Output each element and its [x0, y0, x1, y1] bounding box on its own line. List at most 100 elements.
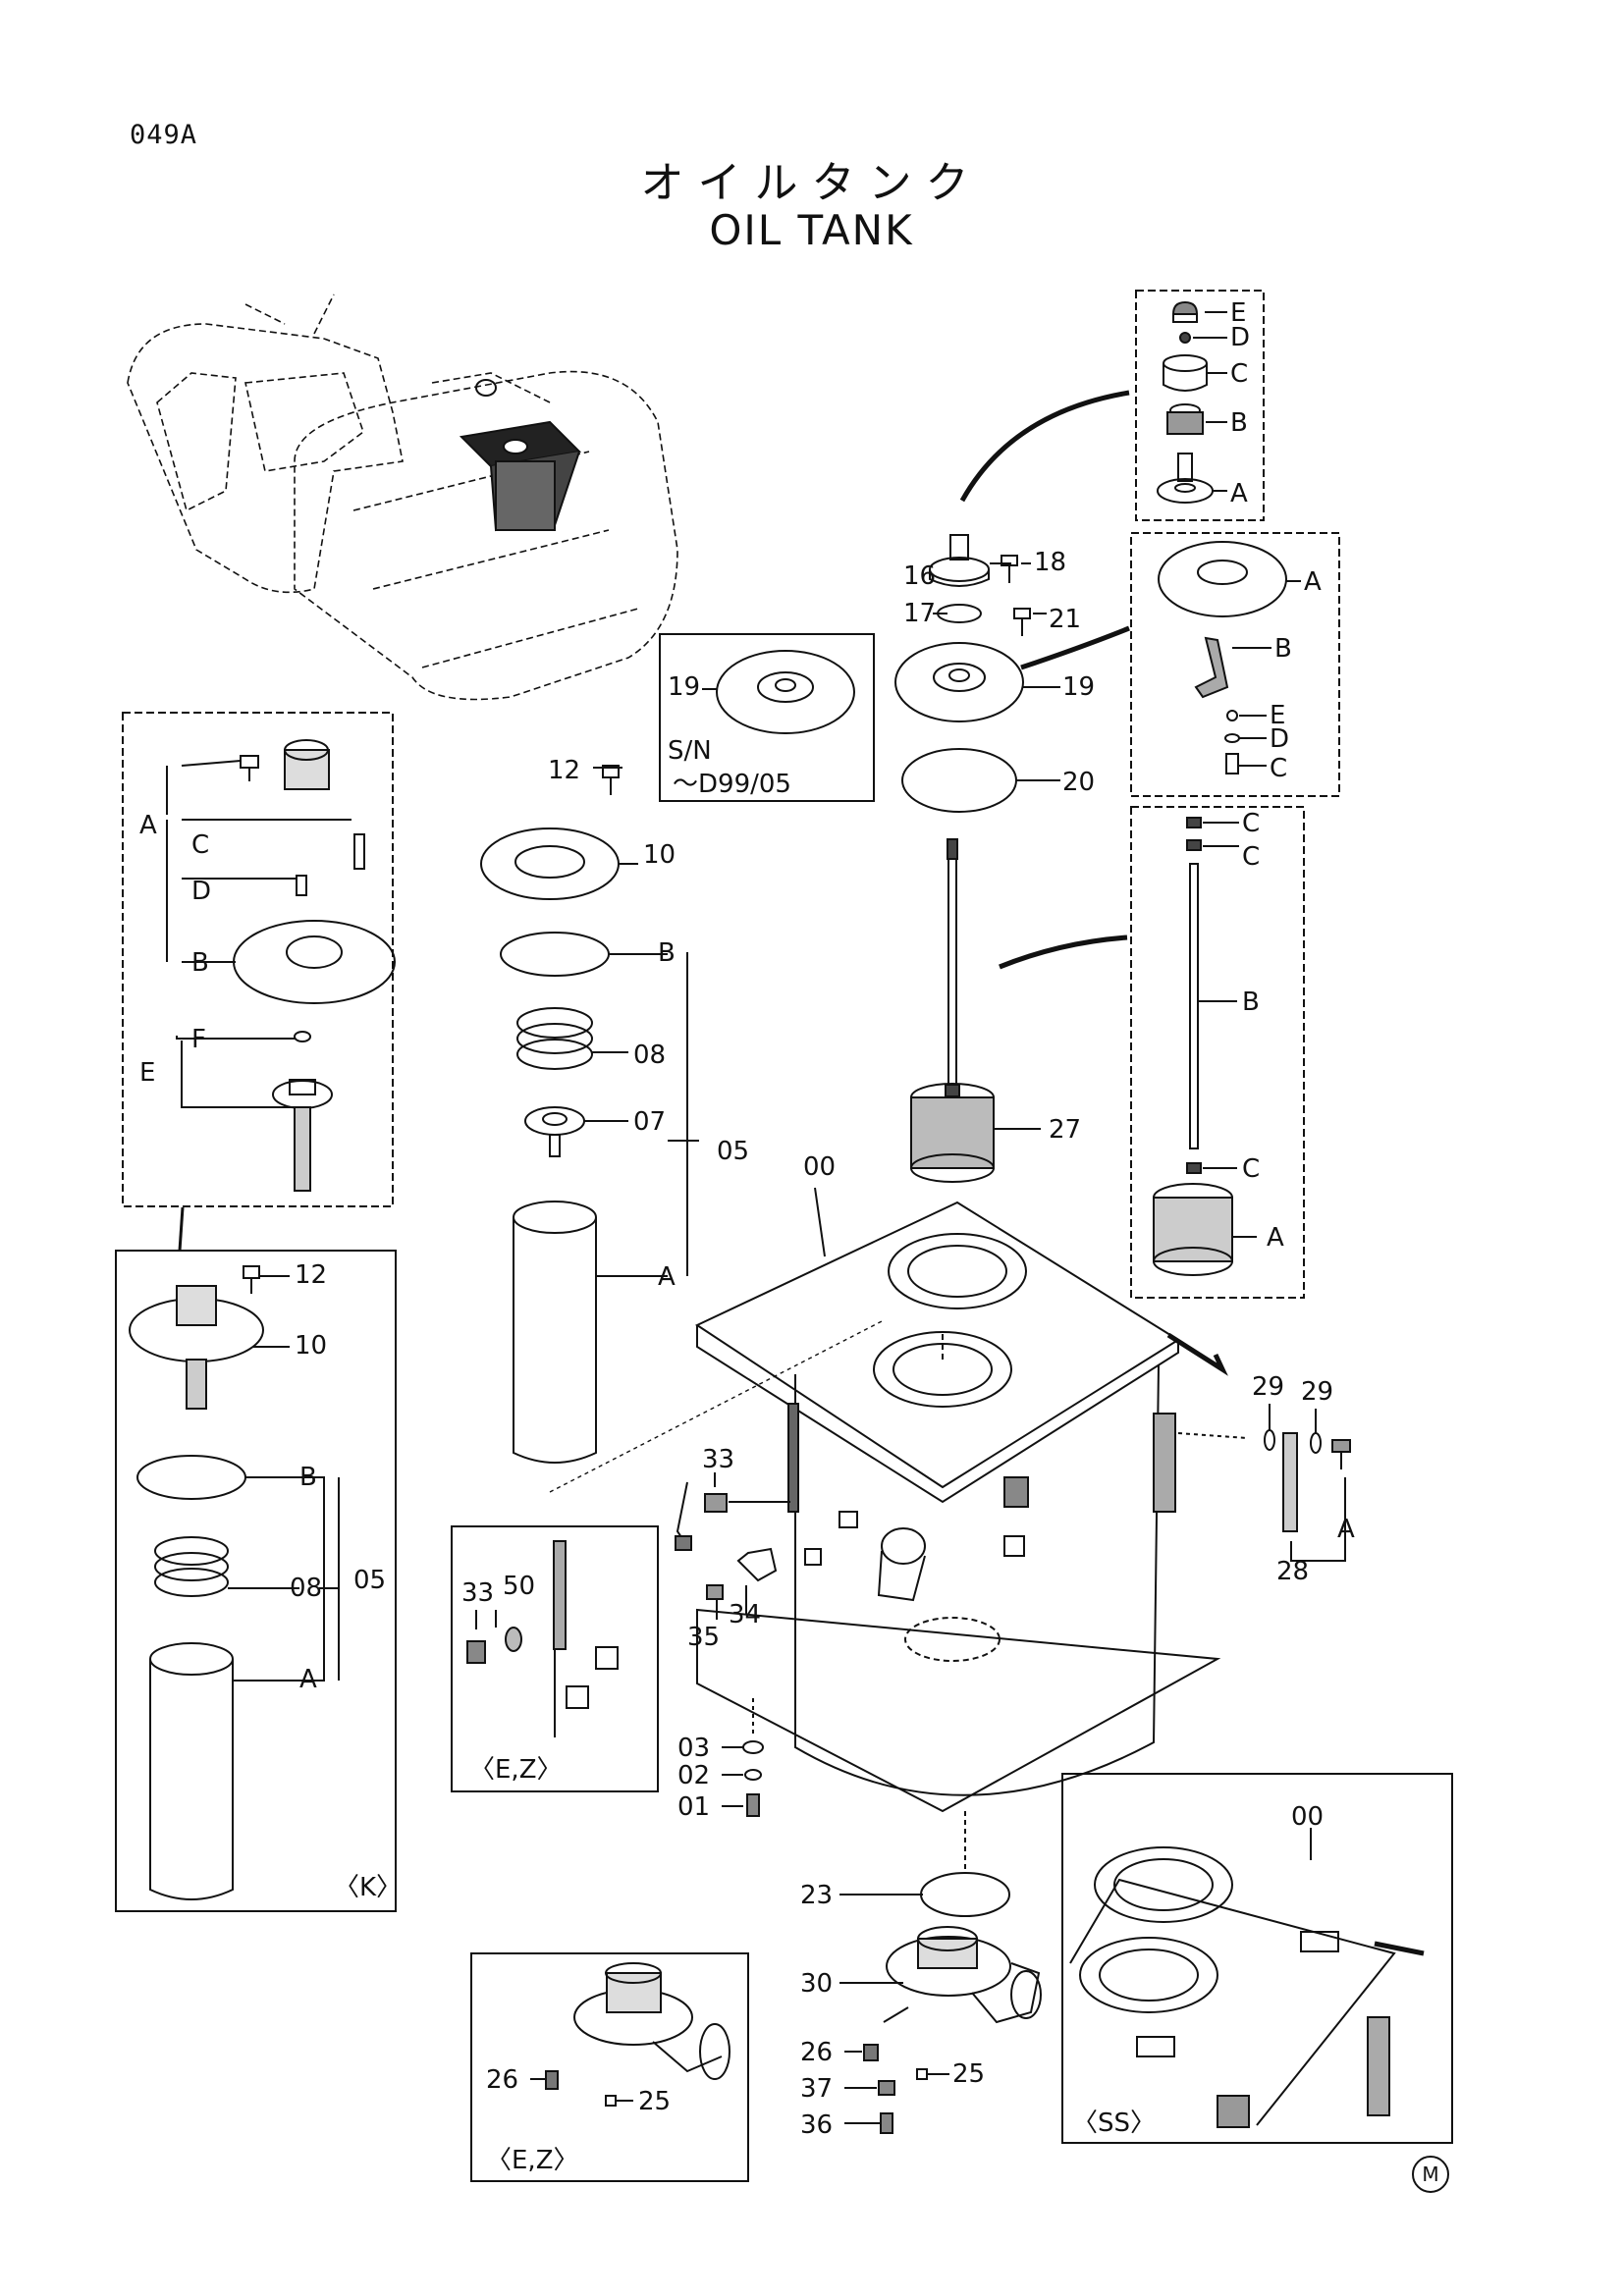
label-breather-E: E	[1230, 298, 1247, 328]
bolt-C	[1225, 753, 1239, 774]
spring-washer-D	[1224, 733, 1240, 743]
breather-cap-E	[1171, 300, 1199, 323]
breather-element-B	[1166, 403, 1204, 435]
washer-E	[1226, 710, 1238, 721]
label-k-C: C	[191, 830, 210, 860]
page-title-english: OIL TANK	[709, 206, 914, 254]
label-o-ring-B: B	[658, 938, 676, 968]
strainer-27	[910, 1083, 995, 1183]
tank-outlet-port	[877, 1527, 926, 1602]
label-part-21: 21	[1049, 605, 1082, 634]
page-code: 049A	[130, 120, 198, 150]
serial-range-label: ～D99/05	[673, 770, 791, 799]
label-part-26: 26	[800, 2038, 834, 2067]
label-part-18: 18	[1034, 548, 1067, 577]
label-bolt-C: C	[1270, 754, 1288, 783]
label-ez-50: 50	[503, 1572, 536, 1601]
bracket-B	[1194, 636, 1229, 699]
cover-plate-A	[1158, 541, 1287, 617]
bolt-12	[602, 765, 620, 795]
label-part-20: 20	[1062, 768, 1096, 797]
variant-tag-ez2: 〈E,Z〉	[486, 2146, 579, 2175]
label-part-07: 07	[633, 1107, 667, 1137]
label-k-08: 08	[290, 1574, 323, 1603]
label-ss-00: 00	[1291, 1802, 1325, 1832]
label-part-30: 30	[800, 1969, 834, 1999]
label-part-29a: 29	[1252, 1372, 1285, 1402]
breather-base-A	[1157, 453, 1214, 504]
variant-tag-k: 〈K〉	[334, 1873, 403, 1902]
label-part-35: 35	[687, 1623, 721, 1652]
k-cap	[284, 739, 330, 790]
excavator-overview-illustration	[127, 294, 678, 701]
label-part-03: 03	[677, 1734, 711, 1763]
label-nut-C2: C	[1242, 842, 1261, 872]
bolt-21	[1013, 608, 1031, 636]
label-bracket-B: B	[1274, 634, 1292, 664]
label-bolt-A: A	[1337, 1515, 1355, 1544]
label-part-34: 34	[729, 1600, 762, 1629]
label-part-28: 28	[1276, 1557, 1310, 1586]
page-title-japanese: オイルタンク	[640, 158, 983, 208]
k-bolt	[240, 755, 259, 781]
label-k-05: 05	[353, 1566, 387, 1595]
oil-tank-body	[694, 1201, 1228, 1813]
label-breather-D: D	[1230, 323, 1251, 352]
k-bolt-12	[243, 1265, 260, 1294]
label-part-33: 33	[702, 1445, 735, 1474]
filter-element-A	[513, 1201, 597, 1464]
label-k-12: 12	[295, 1260, 328, 1290]
breather-nut-D	[1179, 332, 1191, 344]
filter-cover-10	[480, 828, 620, 900]
tank-location-highlight	[459, 379, 582, 532]
nut-C2	[1186, 839, 1202, 851]
label-strainer-A: A	[1267, 1223, 1284, 1253]
label-nut-C1: C	[1242, 809, 1261, 838]
label-k-E: E	[139, 1058, 156, 1088]
label-part-23: 23	[800, 1881, 834, 1910]
cover-19-early	[716, 650, 855, 734]
label-part-19: 19	[1062, 672, 1096, 702]
valve-07	[524, 1106, 585, 1157]
label-washer-E: E	[1270, 701, 1286, 730]
label-k-D: D	[191, 877, 212, 906]
label-ez2-25: 25	[638, 2087, 672, 2116]
footer-circle-mark: M	[1412, 2156, 1449, 2193]
breather-filter-C	[1163, 354, 1208, 392]
spring-08	[516, 1007, 593, 1070]
label-breather-C: C	[1230, 359, 1249, 389]
serial-number-label: S/N	[668, 736, 712, 766]
label-nut-C3: C	[1242, 1154, 1261, 1184]
gasket-20	[901, 748, 1017, 813]
label-part-29b: 29	[1301, 1377, 1334, 1407]
label-element-A: A	[658, 1262, 676, 1292]
k-sensor-C	[353, 833, 365, 870]
label-part-05: 05	[717, 1137, 750, 1166]
label-ez2-26: 26	[486, 2065, 519, 2095]
label-washer-D: D	[1270, 724, 1290, 754]
k-assembly-10	[129, 1285, 264, 1410]
variant-tag-ss: 〈SS〉	[1072, 2109, 1157, 2138]
k-bolt-D	[296, 875, 307, 896]
label-rod-B: B	[1242, 988, 1260, 1017]
k-fitting-E	[272, 1079, 333, 1192]
label-k-F: F	[191, 1025, 206, 1054]
label-part-37: 37	[800, 2074, 834, 2104]
cover-19	[894, 642, 1024, 722]
label-part-27: 27	[1049, 1115, 1082, 1145]
label-k-A2: A	[299, 1665, 317, 1694]
nut-C1	[1186, 817, 1202, 828]
label-part-36: 36	[800, 2110, 834, 2140]
bolt-18	[1001, 555, 1018, 583]
label-part-19-early: 19	[668, 672, 701, 702]
label-k-B2: B	[299, 1463, 317, 1492]
label-part-01: 01	[677, 1792, 711, 1822]
label-cover-A: A	[1304, 567, 1322, 597]
label-part-16: 16	[903, 561, 937, 591]
strainer-A	[1153, 1183, 1233, 1276]
label-part-08: 08	[633, 1041, 667, 1070]
breather-assembly-16	[929, 534, 990, 587]
label-part-02: 02	[677, 1761, 711, 1790]
label-breather-A: A	[1230, 479, 1248, 508]
